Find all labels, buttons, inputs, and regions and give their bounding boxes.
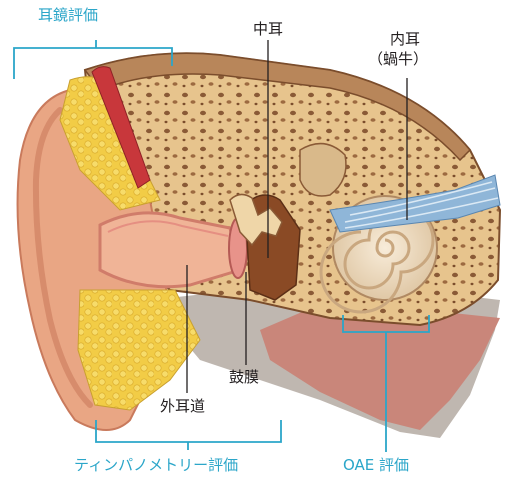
tympanometry-label: ティンパノメトリー評価 xyxy=(74,456,238,474)
inner-ear-label: 内耳 xyxy=(390,30,420,48)
otoscopy-label: 耳鏡評価 xyxy=(38,6,98,24)
ear-canal-label: 外耳道 xyxy=(160,397,205,415)
cochlea-label: （蝸牛） xyxy=(368,50,428,68)
fat-tissue-lower xyxy=(78,290,200,410)
eardrum-label: 鼓膜 xyxy=(229,368,259,386)
middle-ear-label: 中耳 xyxy=(253,20,283,38)
oae-label: OAE 評価 xyxy=(343,456,409,474)
